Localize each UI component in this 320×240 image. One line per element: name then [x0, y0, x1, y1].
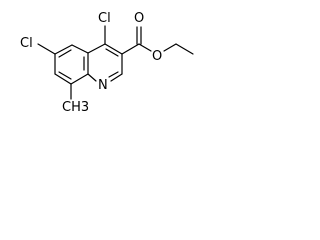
atom-oxygen-ester: O — [152, 49, 162, 64]
bond-c4-c3 — [104, 43, 123, 55]
bond-o-ethyl-c1 — [163, 43, 177, 52]
bond-c4a-c4 — [87, 43, 106, 54]
atom-oxygen-carbonyl: O — [134, 11, 144, 26]
bond-c6-cl — [37, 43, 56, 55]
atom-cl-top: Cl — [98, 11, 111, 26]
bond-c7-c8-inner — [58, 71, 72, 80]
bond-c7-c8 — [54, 73, 72, 85]
bond-c3-carbonyl — [121, 43, 140, 55]
atom-cl-left: Cl — [20, 36, 33, 51]
bond-c4a-c5 — [71, 44, 89, 54]
bond-c2-n1-inner — [108, 71, 119, 78]
atom-methyl: CH3 — [62, 100, 89, 115]
bond-c4-c3-inner — [105, 48, 119, 57]
bond-c5-c6-inner — [58, 49, 72, 58]
bond-carbonyl-o-ester — [138, 43, 152, 52]
bond-c5-c6 — [54, 44, 73, 55]
bond-ethyl-c1-c2 — [175, 43, 194, 55]
molecule-structure: Cl Cl CH3 N O O — [20, 11, 194, 115]
bond-c2-n1 — [110, 73, 123, 82]
bond-n1-c8a — [87, 73, 97, 82]
bond-c8-c8a — [70, 73, 89, 85]
atom-nitrogen: N — [98, 78, 108, 93]
